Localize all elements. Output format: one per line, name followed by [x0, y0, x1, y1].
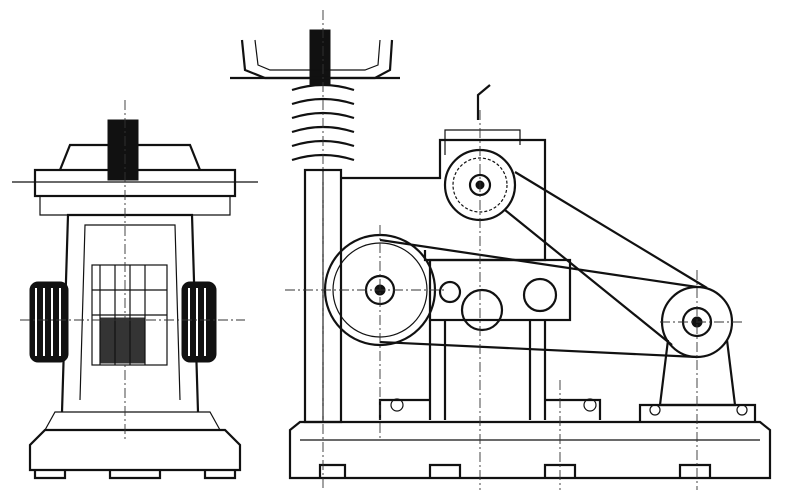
end-view-right-pulley: [181, 281, 217, 363]
top-fork: [230, 39, 400, 80]
side-view-base: [288, 420, 772, 480]
center-lines: [285, 10, 745, 490]
side-view: [230, 10, 772, 490]
end-view: [12, 100, 258, 480]
drive-belts: [379, 171, 708, 359]
end-view-left-pulley: [29, 281, 69, 363]
small-gears: [438, 277, 558, 332]
end-view-base: [28, 411, 242, 480]
end-view-head: [12, 119, 258, 216]
end-view-column: [60, 213, 200, 413]
